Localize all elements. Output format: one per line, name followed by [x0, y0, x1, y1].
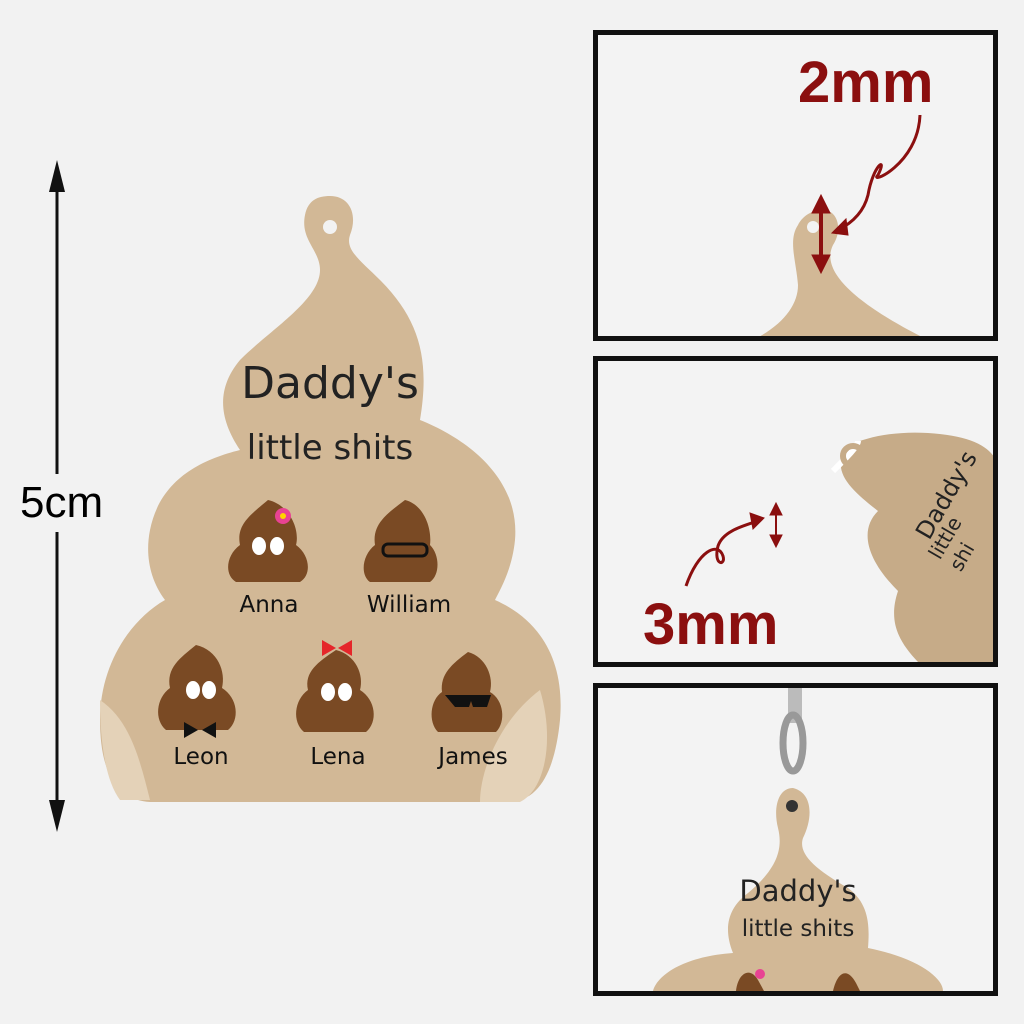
thickness-label: 3mm [643, 592, 779, 657]
hole-dimension-arrow [811, 114, 922, 275]
child-name-anna: Anna [239, 592, 299, 618]
poop-emojis [158, 500, 503, 732]
child-name-william: William [366, 592, 452, 618]
keyring-icon [779, 688, 807, 775]
hanging-title-line2: little shits [741, 916, 855, 942]
glasses-icon [381, 542, 429, 558]
keychain-title-line1: Daddy's [241, 358, 419, 409]
child-name-james: James [438, 744, 508, 770]
hanging-title-line1: Daddy's [739, 874, 857, 908]
thickness-dimension-arrow [684, 501, 783, 587]
keyring-hole [323, 220, 337, 234]
child-name-lena: Lena [310, 744, 366, 770]
height-label: 5cm [20, 474, 104, 532]
bow-icon [322, 640, 352, 656]
hole-size-panel: 2mm [593, 30, 998, 341]
thickness-panel: Daddy's little shi 3mm [593, 356, 998, 667]
sunglasses-icon [445, 695, 491, 707]
bowtie-icon [184, 722, 216, 738]
child-name-leon: Leon [173, 744, 229, 770]
keychain-title-line2: little shits [246, 428, 414, 468]
hanging-keychain-panel: Daddy's little shits [593, 683, 998, 996]
hole-size-label: 2mm [798, 50, 934, 115]
